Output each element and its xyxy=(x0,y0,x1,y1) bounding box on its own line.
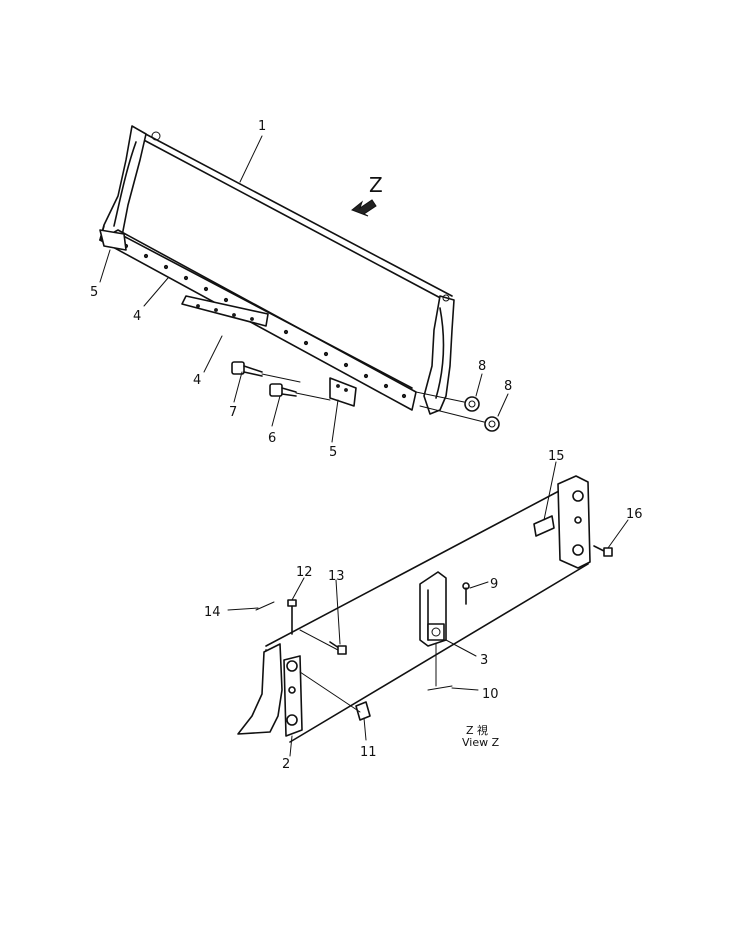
rear-left-side-plate xyxy=(237,643,283,735)
callout-2: 2 xyxy=(282,757,290,772)
callout-8-upper: 8 xyxy=(478,359,486,374)
leader-lines-top xyxy=(99,135,509,443)
callout-1: 1 xyxy=(258,119,266,134)
cutting-edge-piece xyxy=(181,295,269,327)
end-bit-right xyxy=(329,377,357,407)
cotter-pin-14 xyxy=(255,601,275,611)
nut-8-lower xyxy=(419,405,500,432)
callout-14: 14 xyxy=(204,605,221,620)
bolt-16 xyxy=(593,545,613,557)
callout-5-right: 5 xyxy=(329,445,337,460)
callout-8-lower: 8 xyxy=(504,379,512,394)
callout-12: 12 xyxy=(296,565,313,580)
callout-10: 10 xyxy=(482,687,499,702)
end-bit-left xyxy=(99,229,127,251)
pin-12 xyxy=(287,599,297,635)
rear-right-side-plate xyxy=(557,475,591,569)
bolt-6 xyxy=(269,383,331,401)
blade-assembly xyxy=(99,125,500,432)
callout-13: 13 xyxy=(328,569,345,584)
view-caption-cjk: Z 視 xyxy=(466,723,488,737)
callout-3: 3 xyxy=(480,653,488,668)
callout-6: 6 xyxy=(268,431,276,446)
nut-8-upper xyxy=(415,391,480,412)
callout-16: 16 xyxy=(626,507,643,522)
view-caption: View Z xyxy=(462,736,500,749)
callout-4-left: 4 xyxy=(133,309,141,324)
leader-lines-bottom xyxy=(227,461,629,757)
callout-labels: 1 5 4 4 7 6 5 8 8 Z 15 16 9 12 13 14 3 1… xyxy=(90,119,643,772)
pin-9 xyxy=(462,582,470,605)
center-brace xyxy=(419,571,447,647)
cotter-pin-10 xyxy=(427,685,453,691)
callout-5-left: 5 xyxy=(90,285,98,300)
blade-rear-view xyxy=(237,475,613,743)
callout-9: 9 xyxy=(490,577,498,592)
view-z-arrow xyxy=(351,199,377,217)
view-marker-z: Z xyxy=(369,173,383,197)
bolt-7 xyxy=(231,361,301,383)
clamp-11 xyxy=(355,701,371,721)
trunnion-bracket-right xyxy=(572,490,584,556)
callout-15: 15 xyxy=(548,449,565,464)
callout-11: 11 xyxy=(360,745,377,760)
decal-plate xyxy=(533,515,555,537)
bolt-13 xyxy=(329,641,347,655)
callout-7: 7 xyxy=(229,405,237,420)
trunnion-bracket-left xyxy=(283,655,303,737)
callout-4-piece: 4 xyxy=(193,373,201,388)
